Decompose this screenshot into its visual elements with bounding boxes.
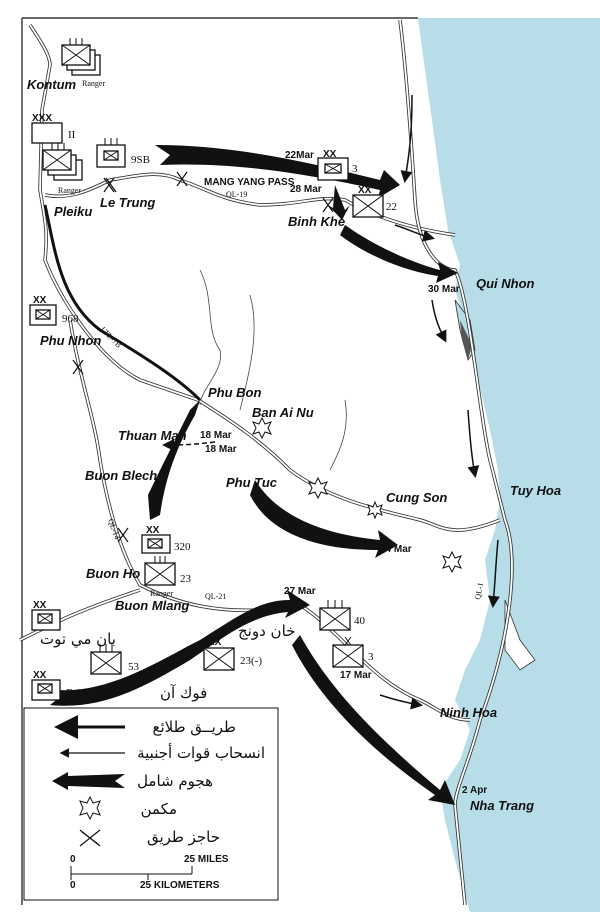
svg-text:XX: XX	[33, 295, 47, 306]
broad-arrow-icon	[52, 772, 125, 790]
lagoon-dark	[460, 320, 472, 360]
unit-label: 3	[352, 163, 358, 175]
place-ninh-hoa: Ninh Hoa	[440, 705, 497, 720]
attack-arrows	[45, 145, 458, 805]
svg-text:XXX: XXX	[32, 113, 52, 124]
place-phuoc-an: فوك آن	[160, 684, 207, 702]
svg-text:XX: XX	[358, 185, 372, 196]
roadblock-icons	[72, 171, 334, 543]
date-label: 28 Mar	[290, 184, 322, 195]
date-label: 17 Mar	[340, 670, 372, 681]
unit-label: F-10	[66, 687, 87, 699]
legend-label: انسحاب قوات أجنبية	[137, 743, 265, 762]
place-buon-blech: Buon Blech	[85, 468, 157, 483]
road-label: QL-14	[106, 518, 122, 541]
svg-text:XX: XX	[208, 637, 222, 648]
road-label: LTL-7B	[99, 325, 124, 350]
unit-label: 53	[128, 661, 140, 673]
legend-label: طريــق طلائع	[152, 718, 236, 736]
unit-symbols: XXX XX XX XX XX XX XX XX	[29, 38, 384, 701]
scale-km: 25 KILOMETERS	[140, 880, 220, 891]
place-phu-nhon: Phu Nhon	[40, 333, 101, 348]
river	[239, 294, 255, 411]
svg-text:XX: XX	[33, 600, 47, 611]
main-route-line	[43, 204, 202, 402]
ambush-icons	[252, 416, 462, 574]
unit-label: Ranger	[82, 79, 105, 88]
unit-label: 22	[386, 201, 397, 213]
place-ban-ai-nu: Ban Ai Nu	[252, 405, 314, 420]
withdrawal-arrows	[162, 94, 500, 710]
place-khanh-duong: خان دونج	[238, 622, 295, 640]
scale-bar	[70, 866, 193, 880]
unit-label: 3	[368, 651, 374, 663]
place-phu-bon: Phu Bon	[208, 385, 261, 400]
place-buon-ho: Buon Ho	[86, 566, 140, 581]
place-tuy-hoa: Tuy Hoa	[510, 483, 561, 498]
road-label: QL-1	[473, 582, 485, 601]
svg-text:XX: XX	[33, 670, 47, 681]
scale-zero-miles: 0	[70, 854, 76, 865]
unit-label: 40	[354, 615, 366, 627]
roadblock-cross-icon	[79, 829, 101, 847]
date-label: 18 Mar	[200, 430, 232, 441]
unit-label: 23(-)	[240, 655, 262, 667]
river	[329, 399, 347, 471]
place-binh-khe: Binh Khe	[288, 214, 345, 229]
road-label: QL-21	[205, 592, 226, 601]
unit-label: 320	[174, 541, 191, 553]
place-pleiku: Pleiku	[54, 204, 92, 219]
unit-label: 9SB	[131, 154, 150, 166]
legend-label: مكمن	[141, 800, 177, 818]
svg-text:XX: XX	[323, 149, 337, 160]
road-label: QL-19	[226, 190, 247, 199]
unit-label: 23	[180, 573, 192, 585]
place-phu-tuc: Phu Tuc	[226, 475, 278, 490]
date-label: 18 Mar	[205, 444, 237, 455]
river	[199, 269, 222, 406]
place-qui-nhon: Qui Nhon	[476, 276, 535, 291]
legend: طريــق طلائع انسحاب قوات أجنبية هجوم شام…	[23, 707, 279, 901]
place-le-trung: Le Trung	[100, 195, 155, 210]
bay	[504, 599, 536, 671]
svg-text:XX: XX	[146, 525, 160, 536]
unit-label: 968	[62, 313, 79, 325]
place-buon-mlang: Buon Mlang	[115, 598, 189, 613]
ambush-star-icon	[79, 795, 101, 821]
date-label: 22Mar	[285, 150, 314, 161]
place-cung-son: Cung Son	[386, 490, 447, 505]
place-kontum: Kontum	[27, 77, 77, 92]
place-thuan-man: Thuan Man	[118, 428, 187, 443]
place-ban-me-thuot: بان مي توت	[40, 630, 116, 649]
date-label: 27 Mar	[284, 586, 316, 597]
legend-label: هجوم شامل	[137, 772, 213, 790]
unit-label: Ranger	[58, 186, 81, 195]
unit-label: Ranger	[150, 589, 173, 598]
map-frame	[21, 17, 418, 905]
place-nha-trang: Nha Trang	[470, 798, 534, 813]
road-label: MANG YANG PASS	[204, 177, 295, 188]
date-label: 30 Mar	[428, 284, 460, 295]
date-label: 24 Mar	[380, 544, 412, 555]
unit-label: II	[68, 129, 76, 141]
scale-miles: 25 MILES	[184, 854, 229, 865]
sea	[418, 18, 600, 912]
legend-label: حاجز طريق	[147, 828, 220, 846]
scale-zero-km: 0	[70, 880, 76, 891]
date-label: 2 Apr	[462, 785, 487, 796]
